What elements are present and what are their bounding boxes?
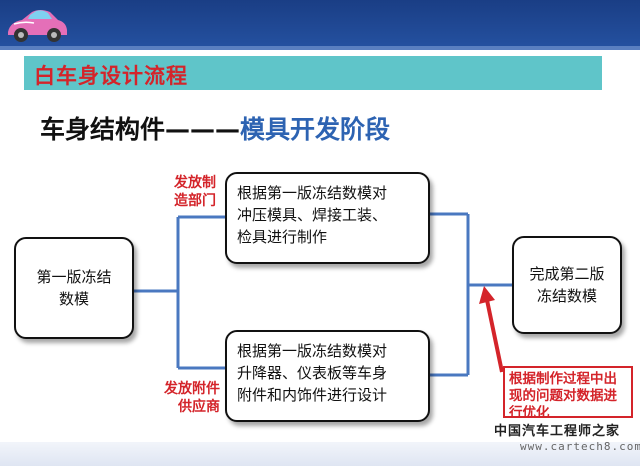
watermark-url: www.cartech8.com	[520, 440, 640, 453]
title-band: 白车身设计流程	[24, 56, 602, 90]
header-stripe	[0, 46, 640, 50]
box-end-line1: 完成第二版	[529, 265, 605, 283]
subtitle-part2: 模具开发阶段	[240, 115, 391, 144]
optimization-note: 根据制作过程中出现的问题对数据进行优化	[503, 366, 633, 418]
label-bottom-line1: 发放附件	[164, 381, 220, 397]
box-bottom-line1: 根据第一版冻结数模对	[237, 342, 388, 360]
label-top-line1: 发放制	[174, 175, 216, 191]
box-bottom-line3: 附件和内饰件进行设计	[237, 386, 388, 404]
red-arrow-icon	[479, 286, 504, 373]
box-start-line1: 第一版冻结	[36, 268, 112, 286]
subtitle-part1: 车身结构件———	[40, 115, 241, 144]
label-release-manufacturing: 发放制 造部门	[174, 174, 216, 210]
box-top-line2: 冲压模具、焊接工装、	[237, 206, 388, 224]
box-first-freeze-model: 第一版冻结 数模	[14, 237, 134, 339]
label-release-suppliers: 发放附件 供应商	[164, 380, 220, 416]
box-tooling-production: 根据第一版冻结数模对 冲压模具、焊接工装、 检具进行制作	[225, 172, 430, 264]
box-start-line2: 数模	[58, 290, 89, 308]
car-logo-icon	[8, 10, 67, 42]
box-top-line3: 检具进行制作	[237, 228, 328, 246]
label-top-line2: 造部门	[174, 193, 216, 209]
label-bottom-line2: 供应商	[178, 399, 220, 415]
box-bottom-line2: 升降器、仪表板等车身	[237, 364, 388, 382]
footer-stripe	[0, 442, 640, 466]
box-second-freeze-model: 完成第二版 冻结数模	[512, 236, 622, 334]
subtitle: 车身结构件———模具开发阶段	[40, 110, 390, 146]
box-end-line2: 冻结数模	[536, 287, 597, 305]
header-bar	[0, 0, 640, 46]
watermark-title: 中国汽车工程师之家	[494, 424, 621, 439]
box-accessory-design: 根据第一版冻结数模对 升降器、仪表板等车身 附件和内饰件进行设计	[225, 330, 430, 422]
box-top-line1: 根据第一版冻结数模对	[237, 184, 388, 202]
slide-title: 白车身设计流程	[34, 64, 188, 88]
